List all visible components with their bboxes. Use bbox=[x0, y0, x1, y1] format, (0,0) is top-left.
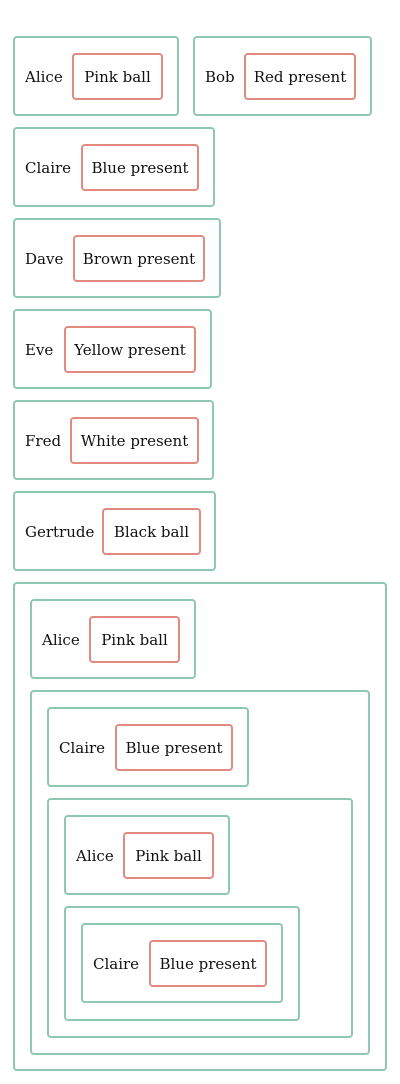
item-box: Pink ball bbox=[72, 53, 163, 100]
item-box: Blue present bbox=[149, 940, 267, 987]
nested-container-level2: Alice Pink ball Claire Blue present bbox=[47, 798, 353, 1038]
nested-container-level3: Claire Blue present bbox=[64, 906, 300, 1021]
item-box: Pink ball bbox=[89, 616, 180, 663]
person-name: Gertrude bbox=[25, 523, 95, 541]
person-name: Dave bbox=[25, 250, 64, 268]
person-name: Alice bbox=[42, 631, 80, 649]
person-box-fred: Fred White present bbox=[13, 400, 214, 480]
item-box: Yellow present bbox=[64, 326, 196, 373]
item-box: Black ball bbox=[102, 508, 201, 555]
person-name: Alice bbox=[76, 847, 114, 865]
person-box-alice-nested-3: Alice Pink ball bbox=[64, 815, 230, 895]
person-name: Fred bbox=[25, 432, 62, 450]
person-name: Bob bbox=[205, 68, 235, 86]
person-name: Alice bbox=[25, 68, 63, 86]
person-box-claire-nested-4: Claire Blue present bbox=[81, 923, 283, 1003]
person-name: Claire bbox=[59, 739, 106, 757]
person-box-claire-nested-2: Claire Blue present bbox=[47, 707, 249, 787]
person-box-eve: Eve Yellow present bbox=[13, 309, 212, 389]
person-box-alice: Alice Pink ball bbox=[13, 36, 179, 116]
person-box-claire: Claire Blue present bbox=[13, 127, 215, 207]
person-name: Eve bbox=[25, 341, 54, 359]
person-box-bob: Bob Red present bbox=[193, 36, 372, 116]
item-box: Brown present bbox=[73, 235, 205, 282]
item-box: White present bbox=[70, 417, 199, 464]
nested-container-level1: Claire Blue present Alice Pink ball Clai… bbox=[30, 690, 370, 1055]
nested-container-level0: Alice Pink ball Claire Blue present Alic… bbox=[13, 582, 387, 1071]
person-name: Claire bbox=[93, 955, 140, 973]
person-box-gertrude: Gertrude Black ball bbox=[13, 491, 216, 571]
item-box: Blue present bbox=[81, 144, 199, 191]
item-box: Pink ball bbox=[123, 832, 214, 879]
item-box: Blue present bbox=[115, 724, 233, 771]
person-box-dave: Dave Brown present bbox=[13, 218, 221, 298]
item-box: Red present bbox=[244, 53, 356, 100]
person-box-alice-nested-1: Alice Pink ball bbox=[30, 599, 196, 679]
person-name: Claire bbox=[25, 159, 72, 177]
